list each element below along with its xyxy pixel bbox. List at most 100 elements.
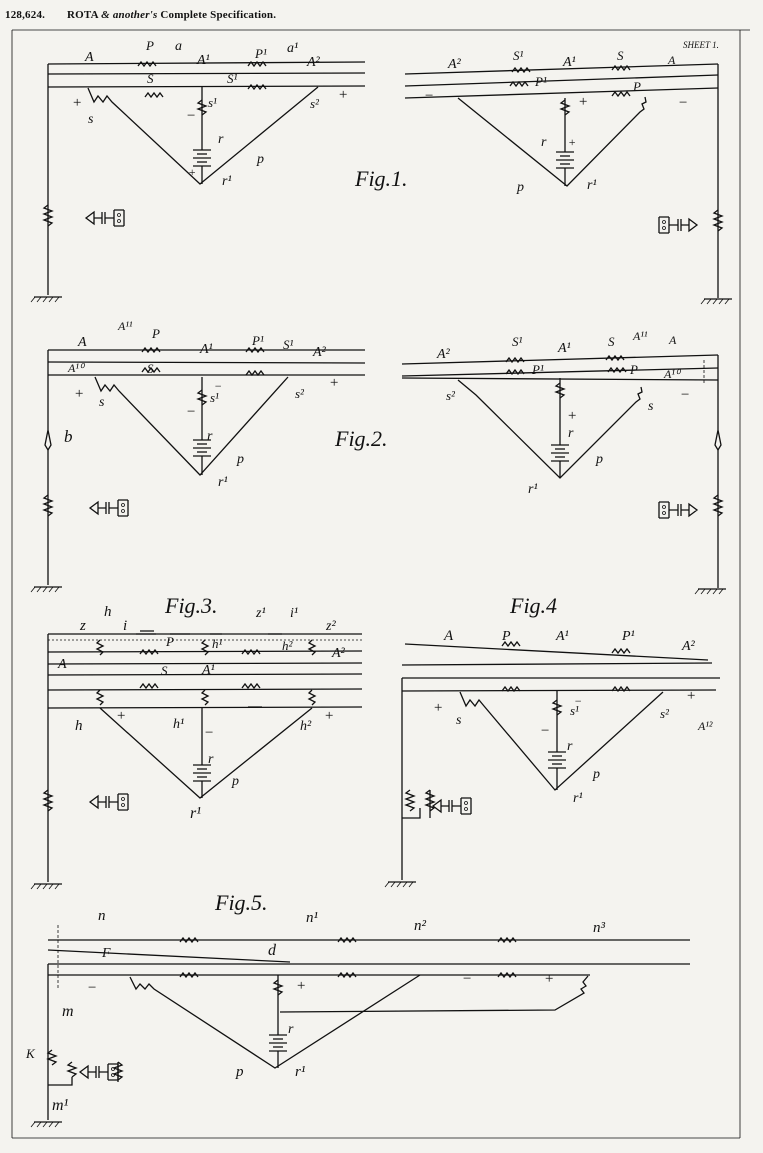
fig1-plus-c: + [188,165,196,179]
fig1r-plus-a: + [578,94,588,110]
fig2r-label-S: S [608,334,615,349]
fig2r-label-p: p [595,452,603,467]
patent-number: 128,624. [5,9,46,21]
fig2r-label-A2: A² [436,347,451,362]
fig4-plus-b: + [686,688,696,704]
fig5-label-m1: m¹ [52,1097,69,1114]
fig2-label-s1: s¹ [210,390,219,405]
fig3-label-P: P [165,634,174,649]
fig3-label-A1: A¹ [201,663,215,678]
fig1-label-r1: r¹ [222,174,232,189]
fig3-plus-b: + [324,708,334,724]
fig3-label-z1: z¹ [255,606,266,621]
fig1r-label-r: r [541,135,547,150]
fig2-label-A10: A¹⁰ [67,361,86,375]
specification-title: ROTA & another's Complete Specification. [67,9,276,21]
fig5-label-n2: n² [414,918,427,934]
fig2r-label-S1: S¹ [512,334,523,349]
fig3-plus-a: + [116,708,126,724]
fig4-label-A1: A¹ [555,629,569,644]
fig5-label-n: n [98,908,106,924]
fig3-caption: Fig.3. [164,593,218,618]
fig2r-minus-a: − [680,387,690,403]
fig2-right-circuit: A² S¹ A¹ S A¹¹ A P¹ P A¹⁰ s² s r p r¹ + … [401,329,727,595]
fig4-label-A: A [443,628,454,644]
fig2-label-S: S [147,361,154,376]
fig4-label-p: p [592,767,600,782]
fig2-minus-a: − [186,404,196,420]
fig4-plus-a: + [433,700,443,716]
page-header: 128,624. ROTA & another's Complete Speci… [5,3,745,25]
fig5-minus-a: − [87,980,97,996]
fig3-label-S: S [161,663,168,678]
fig3-minus-a: − [204,725,214,741]
fig5-label-F: F [101,946,111,961]
fig3-label-h: h [104,604,112,620]
fig5-plus-b: + [544,971,554,987]
fig2-label-p: p [236,452,244,467]
fig3-label-A: A [57,657,67,672]
fig2-label-A2: A² [312,345,327,360]
fig1r-label-S: S [617,48,624,63]
fig1r-label-A1: A¹ [562,55,576,70]
fig1-left-circuit: A P a A¹ P¹ a¹ A² S S¹ s s¹ s² r p r¹ + … [30,38,366,303]
fig2-label-s: s [99,395,105,410]
fig3-label-h: h [75,718,83,734]
fig3-label-h2: h² [300,719,312,734]
fig5-minus-b: − [462,971,472,987]
fig2-label-P: P [151,326,160,341]
fig1-right-circuit: A² S¹ A¹ S A P¹ P r p r¹ − + − + [404,48,733,305]
fig3-label-i1: i¹ [290,606,298,621]
fig1-label-P: P [145,38,154,53]
fig2-label-r: r [207,429,213,444]
fig4-label-P: P [501,629,511,644]
fig4-label-P1: P¹ [621,629,635,644]
fig5-label-p: p [235,1064,244,1080]
fig3-label-z: z [79,618,86,634]
fig2r-label-r1: r¹ [528,482,538,497]
fig2-plus-a: + [74,386,84,402]
fig1-label-a1: a¹ [287,41,298,56]
fig2r-label-A11: A¹¹ [632,329,648,343]
fig4-label-s: s [456,713,462,728]
fig2-label-A11: A¹¹ [117,319,133,333]
fig2r-label-A1: A¹ [557,341,571,356]
fig4-label-A2: A² [681,639,696,654]
fig1-plus-b: + [338,87,348,103]
fig5-circuit: n n¹ n² n³ F d m K m¹ r p r¹ − + − + [25,908,690,1128]
fig4-minus-a: − [540,723,550,739]
fig3-circuit: z h i z¹ i¹ z² P h¹ h² A A² S A¹ h h¹ h²… [30,604,363,890]
fig3-label-h2-top: h² [282,638,294,653]
fig5-label-r1: r¹ [295,1064,306,1080]
fig1-caption: Fig.1. [354,166,408,191]
fig3-label-p: p [231,774,239,789]
fig3-label-i: i [123,618,127,634]
fig2-label-A: A [77,335,87,350]
fig1-label-A: A [84,50,94,65]
fig4-label-A12: A¹² [697,719,713,733]
fig5-label-n3: n³ [593,920,606,936]
fig1r-label-r1: r¹ [587,178,597,193]
fig1-label-A1: A¹ [196,53,210,68]
fig1-label-S: S [147,71,154,86]
fig1-label-p: p [256,152,264,167]
fig1-label-s2: s² [310,96,320,111]
fig5-plus-a: + [296,978,306,994]
fig3-label-A2: A² [331,646,346,661]
fig2-plus-b: + [329,375,339,391]
fig1r-plus-b: + [568,135,576,149]
title-connector: & another's [101,9,158,21]
fig2r-label-P1: P¹ [531,362,544,377]
fig3-label-z2: z² [325,619,336,634]
fig2r-label-A10: A¹⁰ [663,367,682,381]
fig1-minus-a: − [186,108,196,124]
fig1-label-a: a [175,39,182,54]
fig2-caption: Fig.2. [334,426,388,451]
fig3-label-r1: r¹ [190,805,201,822]
fig1r-label-A: A [667,53,676,67]
fig2-label-s2: s² [295,386,305,401]
fig2r-label-s2: s² [446,388,456,403]
fig4-label-r1: r¹ [573,791,583,806]
fig2-label-r1: r¹ [218,475,228,490]
